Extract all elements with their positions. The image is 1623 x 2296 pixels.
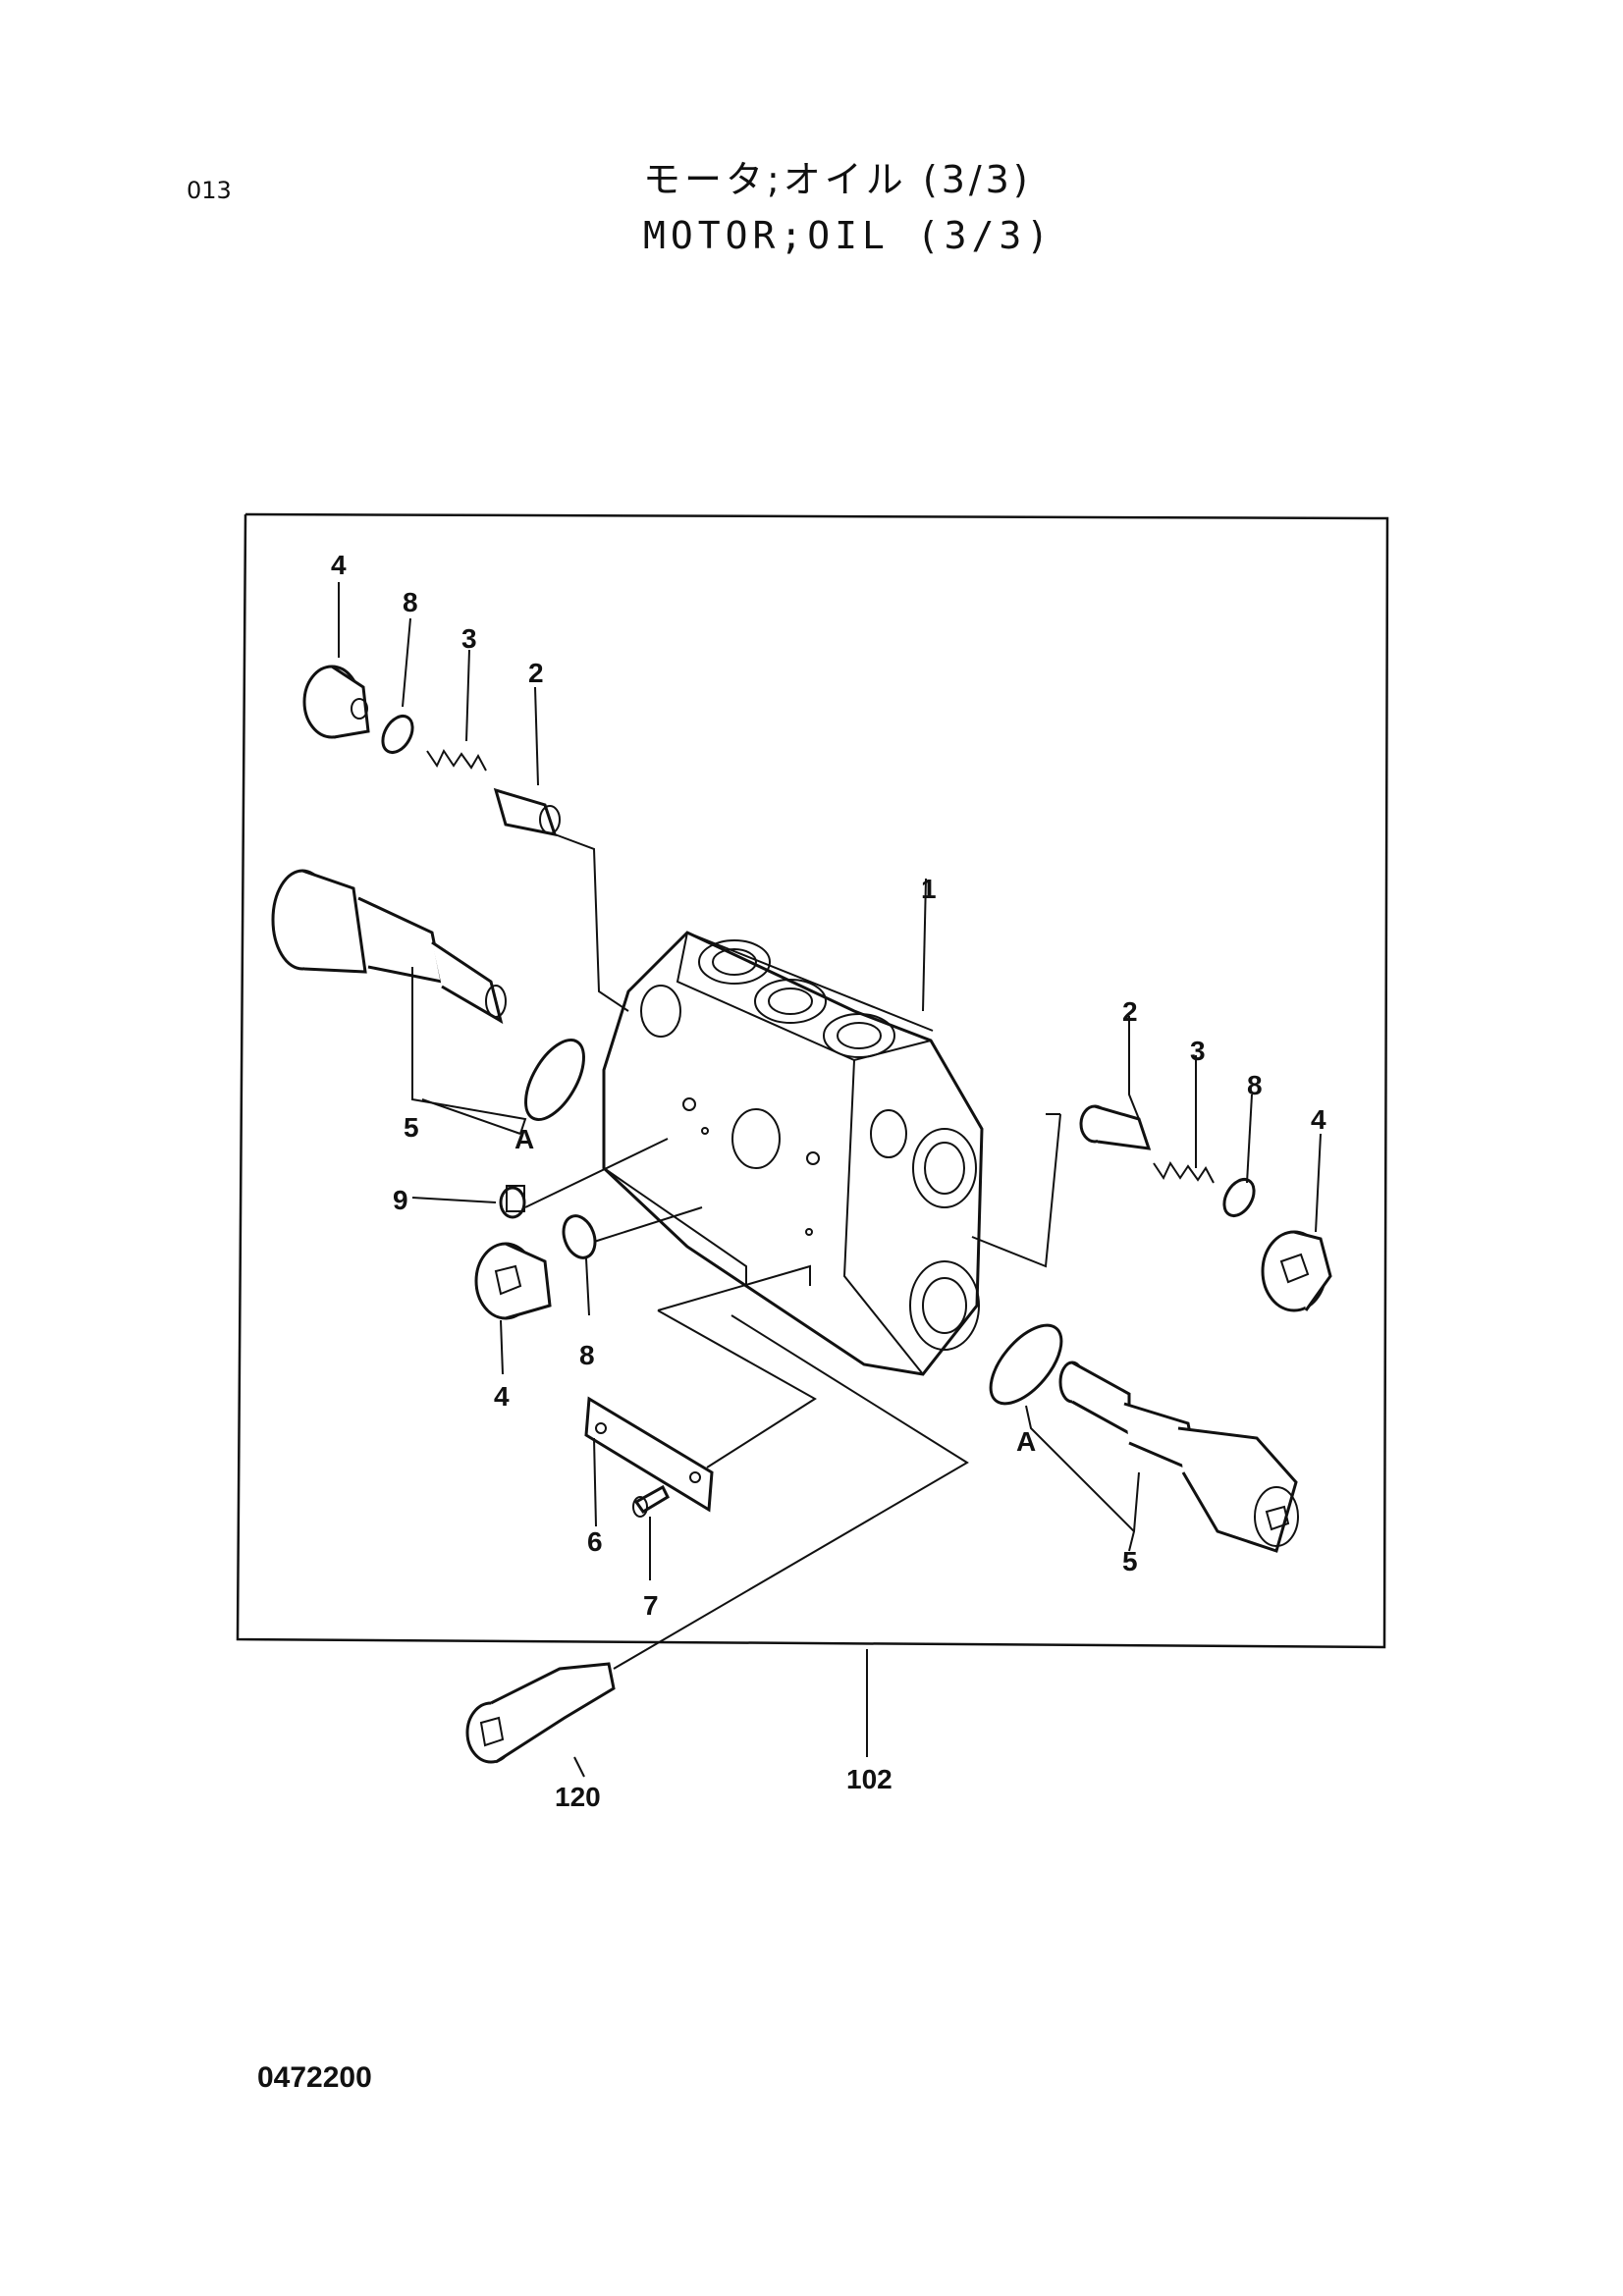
callout-102: 102 xyxy=(846,1764,893,1794)
callout-8-right: 8 xyxy=(1247,1070,1263,1100)
callout-3-right: 3 xyxy=(1190,1036,1206,1066)
callout-4-right: 4 xyxy=(1311,1104,1326,1135)
spring-right xyxy=(1153,1160,1215,1184)
callout-A-left: A xyxy=(514,1124,534,1154)
plug-right xyxy=(1261,1230,1332,1312)
page-code: 013 xyxy=(187,177,232,204)
spool-right xyxy=(1079,1104,1152,1150)
callout-8-middle: 8 xyxy=(579,1340,595,1370)
callout-9: 9 xyxy=(393,1185,408,1215)
drawing-code: 0472200 xyxy=(257,2061,372,2094)
plug-9 xyxy=(499,1185,526,1219)
spring-upper-left xyxy=(426,748,487,772)
relief-valve-left xyxy=(271,869,507,1025)
o-ring-right-large xyxy=(989,1323,1063,1406)
callout-3-left: 3 xyxy=(461,623,477,654)
callout-4-top-left: 4 xyxy=(331,550,347,580)
callout-6: 6 xyxy=(587,1526,603,1557)
callout-120: 120 xyxy=(555,1782,601,1812)
o-ring-middle xyxy=(562,1214,597,1259)
plug-upper-left xyxy=(302,665,370,739)
page-title-english: MOTOR;OIL (3/3) xyxy=(643,214,1055,257)
nameplate xyxy=(584,1396,714,1513)
callout-4-bottom-left: 4 xyxy=(494,1381,510,1412)
page-title-japanese: モータ;オイル (3/3) xyxy=(643,158,1032,201)
relief-valve-right xyxy=(1058,1361,1299,1553)
callout-1: 1 xyxy=(921,874,937,904)
leader-lines xyxy=(338,582,1322,1778)
callout-5-right: 5 xyxy=(1122,1546,1138,1576)
screw-7 xyxy=(632,1484,670,1518)
callout-8-top: 8 xyxy=(403,587,418,617)
o-ring-upper-left xyxy=(381,715,414,754)
plug-lower-left xyxy=(474,1242,552,1320)
callout-2-left: 2 xyxy=(528,658,544,688)
valve-block xyxy=(602,931,984,1376)
o-ring-left-large xyxy=(524,1039,585,1121)
callout-2-right: 2 xyxy=(1122,996,1138,1027)
callout-7: 7 xyxy=(643,1590,659,1621)
o-ring-upper-right xyxy=(1222,1178,1256,1217)
callout-A-right: A xyxy=(1016,1426,1036,1457)
callout-5-left: 5 xyxy=(404,1112,419,1143)
spool-upper-left xyxy=(493,787,561,836)
assembly-frame xyxy=(236,512,1389,1649)
bolt-120 xyxy=(465,1662,616,1764)
